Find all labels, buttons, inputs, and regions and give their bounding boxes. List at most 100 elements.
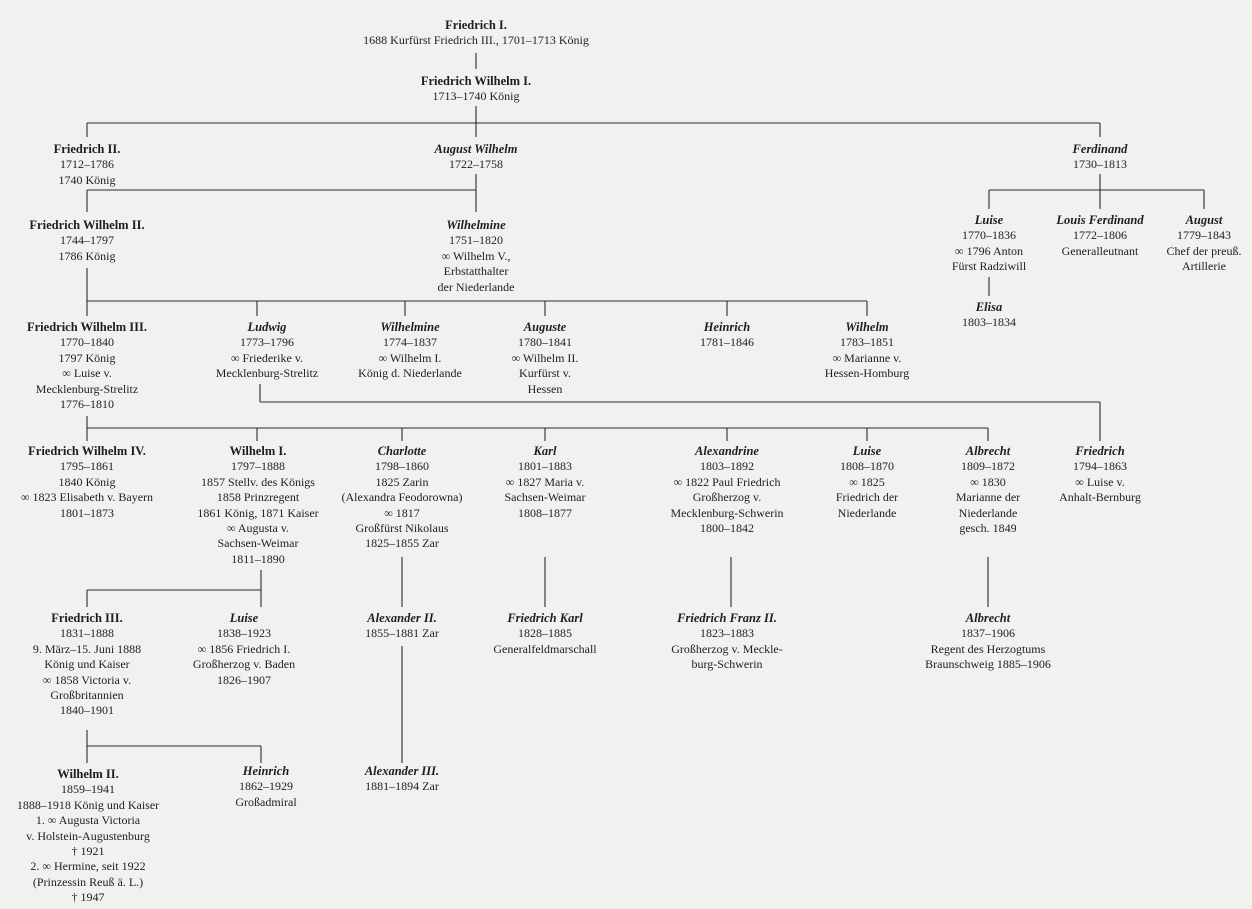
person-detail: 1801–1873 bbox=[60, 505, 114, 520]
person-detail: 1773–1796 bbox=[239, 335, 294, 350]
person-name: Wilhelm II. bbox=[57, 767, 119, 781]
person-detail: Mecklenburg-Strelitz bbox=[35, 381, 139, 396]
person-charlotte: Charlotte 1798–1860 1825 Zarin (Alexandr… bbox=[342, 444, 463, 552]
person-detail: † 1921 bbox=[71, 844, 105, 859]
person-luise-1808: Luise 1808–1870 ∞ 1825 Friedrich der Nie… bbox=[836, 444, 898, 521]
person-name: Alexander III. bbox=[364, 764, 440, 778]
person-name: Wilhelmine bbox=[380, 320, 440, 334]
person-detail: 1811–1890 bbox=[231, 551, 285, 566]
person-detail: 1797 König bbox=[58, 350, 116, 365]
person-name: Friedrich Wilhelm III. bbox=[26, 320, 148, 334]
person-detail: 1780–1841 bbox=[518, 335, 572, 350]
person-name: Friedrich I. bbox=[445, 18, 507, 32]
person-heinrich-1862: Heinrich 1862–1929 Großadmiral bbox=[235, 764, 296, 810]
person-detail: 1801–1883 bbox=[518, 459, 572, 474]
person-detail: 1837–1906 bbox=[961, 626, 1015, 641]
person-detail: 1770–1840 bbox=[60, 335, 114, 350]
person-detail: Braunschweig 1885–1906 bbox=[925, 657, 1051, 672]
person-detail: 2. ∞ Hermine, seit 1922 bbox=[30, 859, 146, 874]
person-detail: gesch. 1849 bbox=[959, 521, 1017, 536]
person-detail: v. Holstein-Augustenburg bbox=[26, 828, 150, 843]
person-name: August bbox=[1185, 213, 1223, 227]
person-detail: Regent des Herzogtums bbox=[930, 641, 1046, 656]
person-name: Heinrich bbox=[242, 764, 290, 778]
person-detail: Generalleutnant bbox=[1061, 243, 1139, 258]
person-detail: Sachsen-Weimar bbox=[217, 536, 299, 551]
person-detail: 1825 Zarin bbox=[375, 474, 429, 489]
person-detail: 1795–1861 bbox=[60, 459, 114, 474]
person-detail: (Prinzessin Reuß ä. L.) bbox=[32, 874, 144, 889]
person-detail: Großadmiral bbox=[235, 794, 297, 809]
person-detail: Großherzog v. Meckle- bbox=[671, 641, 783, 656]
person-name: Friedrich Karl bbox=[507, 611, 583, 625]
person-detail: ∞ Wilhelm I. bbox=[378, 350, 442, 365]
person-detail: 1713–1740 König bbox=[432, 89, 520, 104]
person-name: Louis Ferdinand bbox=[1056, 213, 1144, 227]
person-name: Ferdinand bbox=[1072, 142, 1128, 156]
person-name: Luise bbox=[852, 444, 882, 458]
person-detail: ∞ 1796 Anton bbox=[955, 243, 1023, 258]
person-name: Wilhelm I. bbox=[229, 444, 287, 458]
person-detail: ∞ 1825 bbox=[849, 474, 885, 489]
person-detail: 1751–1820 bbox=[449, 233, 503, 248]
person-friedrich-wilhelm-i: Friedrich Wilhelm I. 1713–1740 König bbox=[421, 74, 531, 105]
person-name: Karl bbox=[533, 444, 557, 458]
person-name: Charlotte bbox=[377, 444, 427, 458]
person-detail: 1798–1860 bbox=[375, 459, 429, 474]
person-detail: 1828–1885 bbox=[518, 626, 572, 641]
person-detail: Sachsen-Weimar bbox=[504, 490, 586, 505]
person-auguste: Auguste 1780–1841 ∞ Wilhelm II. Kurfürst… bbox=[512, 320, 579, 397]
person-name: Friedrich II. bbox=[53, 142, 121, 156]
person-detail: 1740 König bbox=[58, 172, 116, 187]
person-louis-ferdinand: Louis Ferdinand 1772–1806 Generalleutnan… bbox=[1056, 213, 1143, 259]
person-august-1779: August 1779–1843 Chef der preuß. Artille… bbox=[1167, 213, 1242, 275]
person-name: Albrecht bbox=[965, 611, 1011, 625]
person-name: Albrecht bbox=[965, 444, 1011, 458]
person-detail: 1781–1846 bbox=[700, 335, 754, 350]
person-name: Heinrich bbox=[703, 320, 751, 334]
person-heinrich-1781: Heinrich 1781–1846 bbox=[700, 320, 754, 351]
person-detail: Mecklenburg-Schwerin bbox=[670, 505, 784, 520]
person-detail: Kurfürst v. bbox=[519, 366, 571, 381]
person-detail: ∞ 1858 Victoria v. bbox=[42, 672, 132, 687]
person-detail: 1730–1813 bbox=[1072, 157, 1127, 172]
person-detail: 1862–1929 bbox=[239, 779, 293, 794]
person-name: Friedrich Wilhelm I. bbox=[420, 74, 532, 88]
person-detail: 1826–1907 bbox=[217, 672, 271, 687]
person-detail: 9. März–15. Juni 1888 bbox=[32, 641, 142, 656]
person-friedrich-i: Friedrich I. 1688 Kurfürst Friedrich III… bbox=[363, 18, 589, 49]
person-detail: Anhalt-Bernburg bbox=[1059, 490, 1141, 505]
person-detail: Großherzog v. Baden bbox=[192, 657, 296, 672]
person-alexander-iii: Alexander III. 1881–1894 Zar bbox=[365, 764, 439, 795]
person-detail: ∞ 1856 Friedrich I. bbox=[197, 641, 291, 656]
person-detail: 1840 König bbox=[58, 474, 116, 489]
person-friedrich-wilhelm-iv: Friedrich Wilhelm IV. 1795–1861 1840 Kön… bbox=[21, 444, 153, 521]
person-detail: 1840–1901 bbox=[59, 703, 114, 718]
person-albrecht-1837: Albrecht 1837–1906 Regent des Herzogtums… bbox=[925, 611, 1051, 673]
person-detail: 1881–1894 Zar bbox=[365, 779, 439, 794]
person-detail: ∞ 1827 Maria v. bbox=[505, 474, 585, 489]
person-detail: ∞ Friederike v. bbox=[230, 350, 304, 365]
person-albrecht-1809: Albrecht 1809–1872 ∞ 1830 Marianne der N… bbox=[956, 444, 1020, 536]
person-detail: 1688 Kurfürst Friedrich III., 1701–1713 … bbox=[363, 33, 589, 48]
person-detail: (Alexandra Feodorowna) bbox=[341, 490, 463, 505]
person-detail: burg-Schwerin bbox=[691, 657, 763, 672]
person-wilhelm-i: Wilhelm I. 1797–1888 1857 Stellv. des Kö… bbox=[197, 444, 318, 567]
person-name: Wilhelmine bbox=[446, 218, 506, 232]
person-detail: König und Kaiser bbox=[44, 657, 130, 672]
person-detail: König d. Niederlande bbox=[358, 366, 462, 381]
person-name: Friedrich Franz II. bbox=[677, 611, 777, 625]
person-wilhelmine-1774: Wilhelmine 1774–1837 ∞ Wilhelm I. König … bbox=[358, 320, 462, 382]
person-detail: ∞ 1823 Elisabeth v. Bayern bbox=[20, 490, 154, 505]
person-detail: 1858 Prinzregent bbox=[216, 490, 300, 505]
person-detail: 1712–1786 bbox=[59, 157, 114, 172]
person-detail: Hessen-Homburg bbox=[824, 366, 910, 381]
person-detail: ∞ 1817 bbox=[384, 505, 420, 520]
person-detail: 1838–1923 bbox=[217, 626, 271, 641]
person-detail: ∞ Wilhelm V., bbox=[441, 248, 511, 263]
person-ludwig: Ludwig 1773–1796 ∞ Friederike v. Mecklen… bbox=[216, 320, 318, 382]
person-name: August Wilhelm bbox=[434, 142, 518, 156]
person-name: Friedrich Wilhelm II. bbox=[29, 218, 145, 232]
person-detail: 1722–1758 bbox=[449, 157, 503, 172]
person-detail: 1783–1851 bbox=[840, 335, 894, 350]
